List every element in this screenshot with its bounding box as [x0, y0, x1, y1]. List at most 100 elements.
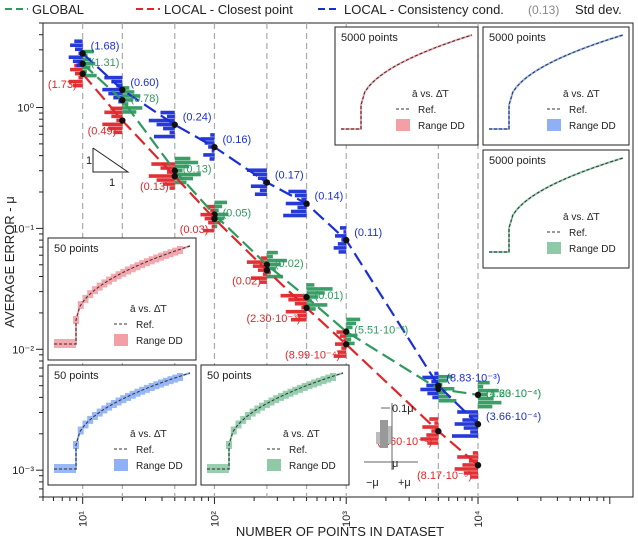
inset-legend-range-swatch — [114, 334, 128, 346]
y-tick-label: 10⁻² — [12, 344, 34, 356]
histogram-bar — [204, 216, 215, 221]
histogram-bar — [288, 189, 307, 194]
histogram-bar — [82, 49, 94, 54]
histogram-bar — [74, 39, 83, 44]
histogram-bar — [174, 168, 183, 173]
histogram-bar — [346, 317, 361, 322]
histogram-bar — [335, 342, 347, 346]
histogram-bar — [297, 313, 307, 318]
histogram-bar — [266, 274, 283, 279]
data-point — [119, 117, 126, 124]
annotation: (0.49) — [88, 126, 117, 138]
histogram-bar — [478, 396, 494, 401]
histogram-bar — [74, 71, 83, 76]
annotation: (0.14) — [315, 191, 344, 203]
histogram-bar — [211, 149, 215, 153]
y-tick-label: 10⁻¹ — [12, 223, 34, 235]
histogram-bar — [70, 43, 83, 48]
data-point — [474, 391, 482, 399]
data-point — [119, 96, 126, 104]
histogram-bar — [68, 79, 83, 84]
histogram-bar — [301, 197, 307, 202]
x-tick-label: 10² — [209, 511, 221, 527]
histogram-bar — [111, 79, 123, 84]
data-point — [474, 461, 482, 469]
inset-legend-range-swatch — [547, 242, 561, 254]
inset-title: 50 points — [207, 370, 252, 382]
data-point — [171, 167, 178, 174]
histogram-bar — [169, 130, 175, 135]
annotation: (5.51·10⁻³) — [354, 325, 408, 337]
histogram-bar — [478, 384, 484, 389]
inset-ref-curve — [207, 372, 344, 470]
histogram-bar — [452, 434, 479, 438]
histogram-bar — [438, 378, 448, 383]
histogram-bar — [294, 301, 307, 306]
histogram-bar — [214, 200, 228, 205]
histogram-bar — [110, 106, 123, 111]
histogram-bar — [283, 213, 307, 218]
histogram-bar — [82, 57, 92, 62]
histogram-bar — [426, 433, 439, 437]
histogram-bar — [254, 192, 267, 197]
inset-title: 50 points — [54, 370, 99, 382]
histogram-bar — [429, 417, 439, 421]
histogram-bar — [82, 61, 96, 66]
histogram-bar — [174, 164, 190, 169]
annotation: (0.13) — [140, 181, 169, 193]
annotation: (0.16) — [222, 134, 251, 146]
histogram-bar — [266, 262, 281, 267]
histogram-bar — [432, 395, 439, 400]
histogram-bar — [104, 75, 123, 80]
annotation: (0.01) — [315, 290, 344, 302]
histogram-bar — [337, 242, 347, 246]
histogram-bar — [427, 441, 439, 445]
annotation: (0.17) — [275, 169, 304, 181]
histogram-bar — [252, 172, 267, 177]
y-tick-label: 10⁰ — [17, 103, 34, 115]
histogram-key: 0.1μ μ −μ +μ — [364, 403, 418, 489]
histogram-bar — [422, 375, 439, 380]
hist-key-mu: μ — [392, 458, 398, 470]
histogram-bar — [72, 83, 83, 88]
annotation: (1.73) — [48, 79, 77, 91]
inset-title: 50 points — [54, 243, 99, 255]
series-lines — [79, 50, 482, 469]
histogram-bar — [478, 404, 493, 409]
histogram-bar — [470, 430, 479, 434]
histogram-bar — [78, 75, 83, 80]
histogram-bar — [463, 426, 479, 430]
histogram-bar — [72, 59, 83, 64]
histogram-bar — [214, 224, 218, 229]
histogram-bar — [108, 126, 123, 131]
inset-legend-label: ā vs. Δ̄T — [563, 89, 600, 100]
inset-legend-label: Ref. — [569, 105, 587, 116]
inset-title: 5000 points — [341, 32, 398, 44]
histogram-bar — [160, 110, 175, 115]
histogram-bar — [163, 182, 175, 186]
annotation: (0.13) — [183, 164, 212, 176]
histogram-bar — [250, 276, 267, 280]
annotation: (0.02) — [275, 258, 304, 270]
histogram-bar — [122, 98, 134, 102]
histogram-bar — [478, 388, 499, 393]
histogram-bar — [210, 133, 215, 137]
x-tick-label: 10⁴ — [473, 510, 485, 527]
histogram-bar — [306, 283, 315, 287]
histogram-bar — [122, 102, 129, 106]
data-point — [303, 293, 310, 301]
annotation: (8.99·10⁻⁴) — [285, 349, 340, 361]
histogram-bar — [338, 250, 347, 254]
histogram-bar — [209, 157, 215, 161]
histogram-bar — [259, 280, 267, 284]
data-point — [171, 173, 178, 180]
histogram-bar — [420, 387, 439, 392]
histogram-bar — [478, 392, 488, 397]
annotation: (8.83·10⁻³) — [446, 373, 500, 385]
histogram-bar — [214, 208, 219, 213]
histogram-bar — [346, 341, 355, 346]
annotations: (1.68)(1.31)(1.73)(0.60)(0.78)(0.49)(0.2… — [48, 40, 541, 482]
